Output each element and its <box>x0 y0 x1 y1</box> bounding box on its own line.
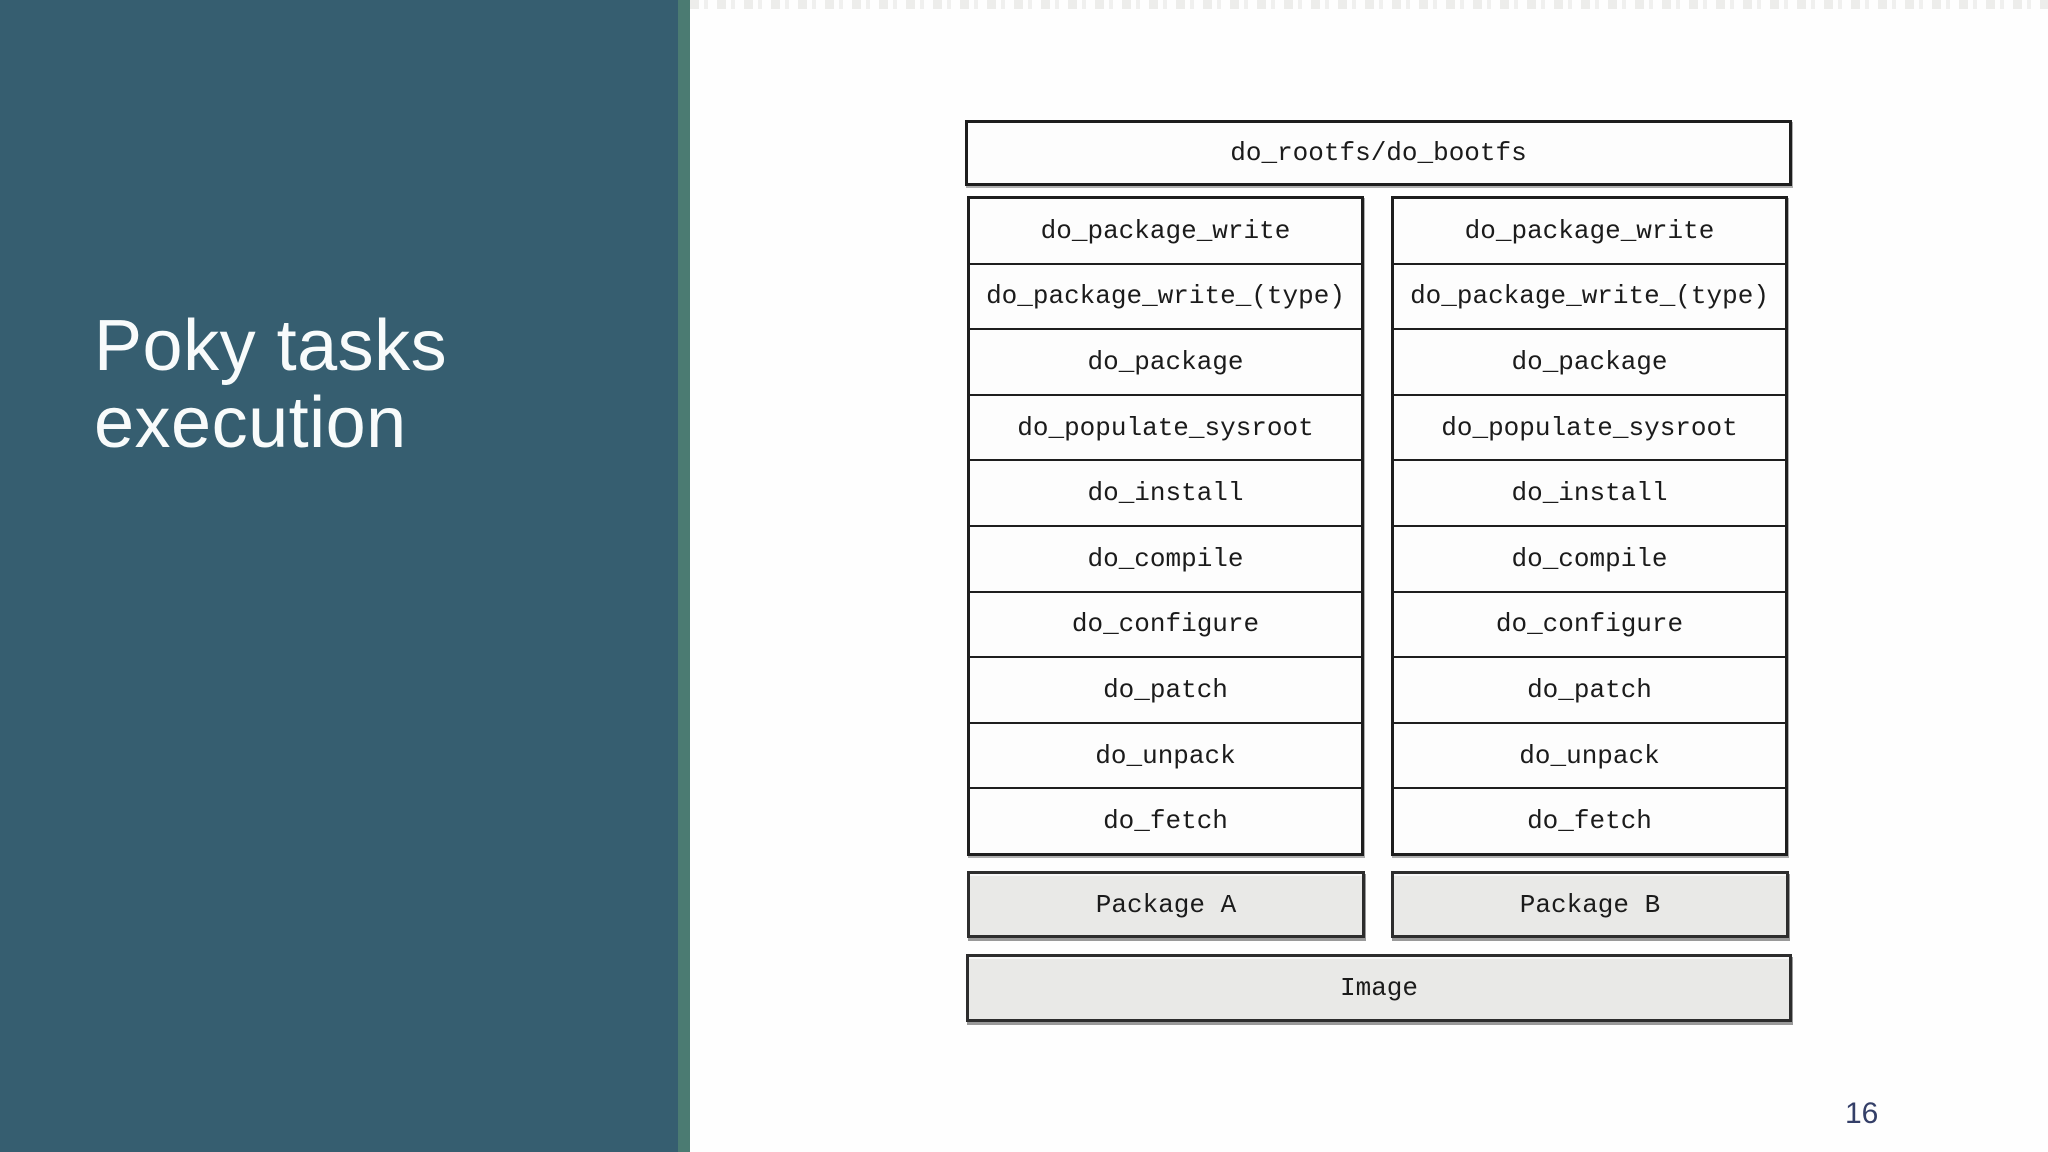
task-box: do_package_write_(type) <box>1394 262 1785 329</box>
task-box: do_unpack <box>970 721 1361 788</box>
task-box: do_populate_sysroot <box>1394 393 1785 460</box>
image-box: Image <box>966 954 1792 1022</box>
task-box: do_patch <box>970 656 1361 722</box>
task-box: do_fetch <box>1394 787 1785 853</box>
task-box: do_package <box>970 328 1361 394</box>
task-box: do_unpack <box>1394 721 1785 788</box>
package-b-box: Package B <box>1391 871 1789 938</box>
task-box: do_configure <box>1394 590 1785 657</box>
slide-title-line1: Poky tasks <box>94 306 448 386</box>
slide-title: Poky tasks execution <box>94 306 448 464</box>
top-edge-fringe <box>690 0 2048 9</box>
task-box: do_fetch <box>970 787 1361 853</box>
page-number: 16 <box>1845 1097 1879 1130</box>
task-box: do_package_write <box>970 199 1361 263</box>
task-box: do_configure <box>970 590 1361 657</box>
package-a-box: Package A <box>967 871 1365 938</box>
sidebar-accent-strip <box>678 0 690 1152</box>
task-column-package-a: do_package_write do_package_write_(type)… <box>967 196 1364 856</box>
task-box: do_package <box>1394 328 1785 394</box>
slide-title-line2: execution <box>94 383 407 464</box>
task-box: do_install <box>970 459 1361 525</box>
task-box: do_compile <box>1394 524 1785 591</box>
task-box: do_compile <box>970 524 1361 591</box>
task-box: do_package_write_(type) <box>970 262 1361 329</box>
task-box: do_populate_sysroot <box>970 393 1361 460</box>
task-box-rootfs-bootfs: do_rootfs/do_bootfs <box>965 120 1792 186</box>
task-box: do_package_write <box>1394 199 1785 263</box>
title-sidebar: Poky tasks execution <box>0 0 678 1152</box>
task-column-package-b: do_package_write do_package_write_(type)… <box>1391 196 1788 856</box>
task-box: do_patch <box>1394 656 1785 722</box>
task-box: do_install <box>1394 459 1785 525</box>
